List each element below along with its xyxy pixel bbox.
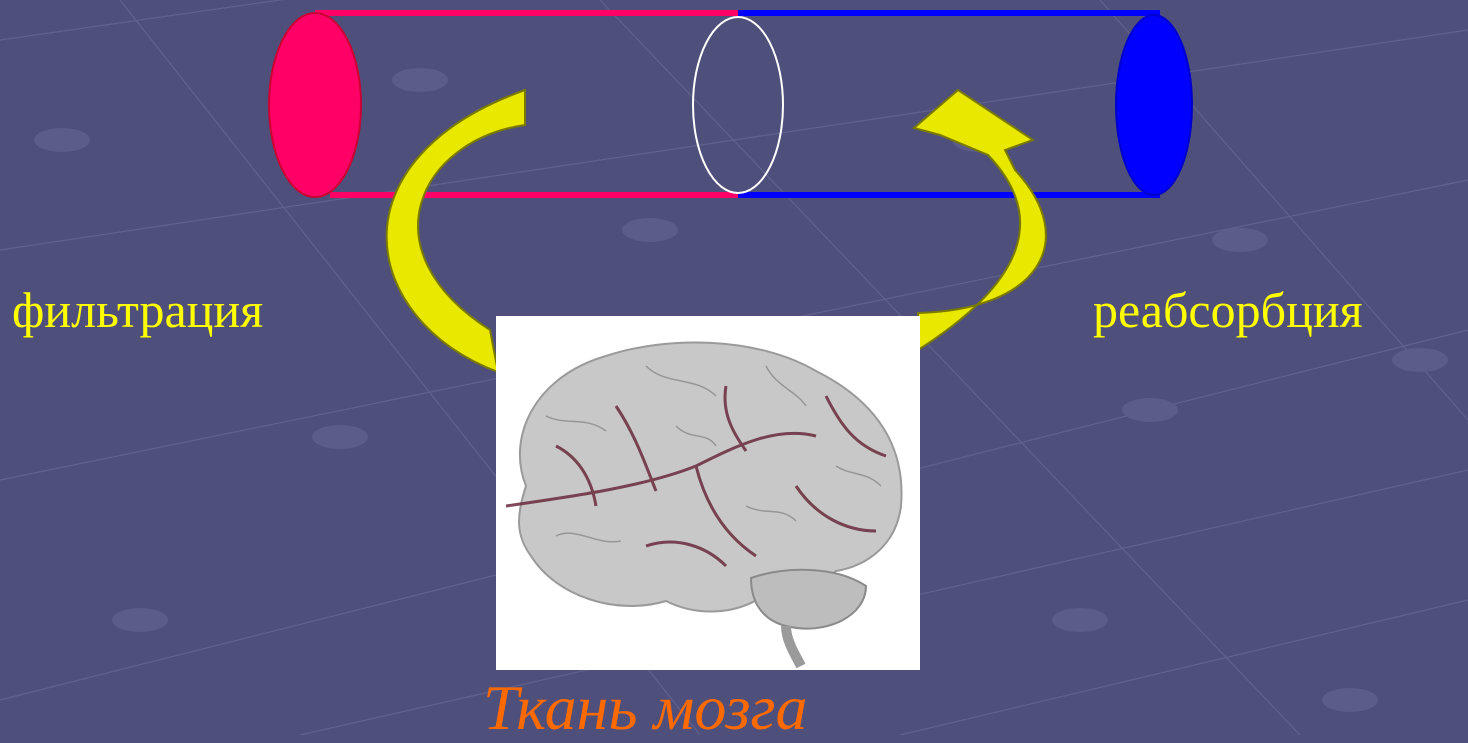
filtration-label: фильтрация: [12, 285, 263, 335]
mid-section-ring: [693, 17, 783, 193]
brain-image: [496, 316, 920, 670]
brain-icon: [496, 316, 920, 670]
reabsorption-label: реабсорбция: [1093, 285, 1363, 335]
brain-tissue-caption: Ткань мозга: [483, 676, 807, 740]
arterial-end-cap: [269, 13, 361, 197]
curved-arrow-up-icon: [914, 90, 1046, 350]
venous-end-cap: [1116, 15, 1192, 195]
